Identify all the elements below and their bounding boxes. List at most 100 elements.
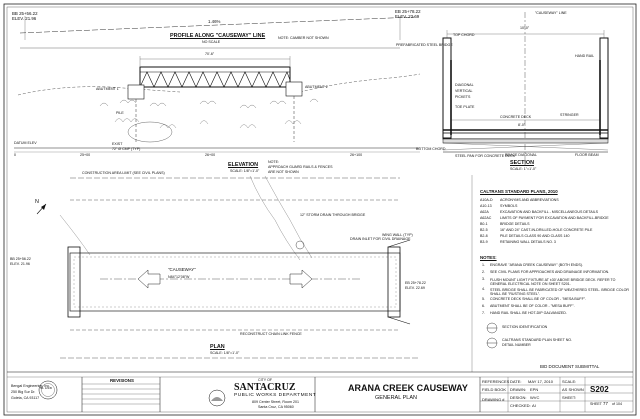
sheet-no-label: SHEET <box>590 402 602 406</box>
profile-note: NOTE: CAMBER NOT SHOWN <box>278 36 329 40</box>
legend-caltrans-sheet: CALTRANS STANDARD PLAN SHEET NO. <box>502 338 573 342</box>
section-toe-plate: TOE PLATE <box>455 105 475 109</box>
section-scale: SCALE: 1"=1'-0" <box>510 167 537 171</box>
profile-exist: EXIST <box>112 142 123 146</box>
section-pickets: PICKETS <box>455 95 471 99</box>
plan-view <box>36 175 420 359</box>
plan-causeway-bearing: N84°12'08"W <box>168 275 190 279</box>
sheet-code: S202 <box>590 385 609 394</box>
section-diagonal: DIAGONAL <box>455 83 474 87</box>
caltrans-title: CALTRANS STANDARD PLANS, 2010 <box>480 189 558 194</box>
plan-bb-station: BB 25+56.22 <box>10 257 31 261</box>
caltrans-text: LIMITS OF PAYMENT FOR EXCAVATION AND BAC… <box>500 216 609 220</box>
plan-bb-elev: ELEV. 21.96 <box>10 262 30 266</box>
plan-storm-drain: 12" STORM DRAIN THROUGH BRIDGE <box>300 213 366 217</box>
city-addr2: Santa Cruz, CA 95060 <box>258 405 294 409</box>
tb-scale-val: AS SHOWN <box>562 387 584 392</box>
caltrans-text: PILE DETAILS CLASS 90 AND CLASS 140 <box>500 234 570 238</box>
section-prefab: PREFABRICATED STEEL BRIDGE <box>396 43 453 47</box>
caltrans-text: SYMBOLS <box>500 204 518 208</box>
title-block-lines <box>7 371 633 412</box>
caltrans-code: A62AC <box>480 216 492 220</box>
section-stringer: STRINGER <box>560 113 579 117</box>
sheet-of: of 104 <box>612 402 622 406</box>
caltrans-code: B3-9 <box>480 240 488 244</box>
profile-grade: 1.46% <box>208 19 221 24</box>
section-bottom-chord: BOTTOM CHORD <box>416 147 446 151</box>
profile-scale: NO SCALE <box>202 40 221 44</box>
bid-label: BID DOCUMENT SUBMITTAL <box>540 364 600 369</box>
profile-view <box>14 16 421 153</box>
caltrans-code: B0-1 <box>480 222 488 226</box>
plan-wing-wall: WING WALL (TYP) <box>382 233 413 237</box>
note-item: HAND RAIL SHALL BE HOT-DIP GALVANIZED. <box>490 311 567 315</box>
section-top-chord: TOP CHORD <box>453 33 475 37</box>
plan-title: PLAN <box>210 344 225 350</box>
engineer-addr1: 250 Big Sur Dr. <box>11 390 36 394</box>
caltrans-text: EXCAVATION AND BACKFILL - MISCELLANEOUS … <box>500 210 599 214</box>
city-dept: PUBLIC WORKS DEPARTMENT <box>234 393 317 398</box>
profile-eb-elev: ELEV. 22.69 <box>395 14 420 19</box>
tb-drawn-val: EPN <box>530 387 539 392</box>
section-width: 10'-0" <box>520 26 530 30</box>
engineer-firm: Bengal Engineering, Inc. <box>11 384 51 388</box>
legend-symbols <box>486 322 498 349</box>
profile-eb-station: EB 25+78.22 <box>395 9 421 14</box>
section-title: SECTION <box>510 160 534 166</box>
plan-drain-inlet: DRAIN INLET FOR CIVIL DRAINAGE <box>350 237 411 241</box>
profile-title: PROFILE ALONG "CAUSEWAY" LINE <box>170 33 266 39</box>
caltrans-code: A62A <box>480 210 489 214</box>
profile-datum-val: 0 <box>14 153 16 157</box>
legend-detail-number: DETAIL NUMBER <box>502 343 531 347</box>
sheet-subtitle: GENERAL PLAN <box>375 395 417 401</box>
elevation-title: ELEVATION <box>228 162 259 168</box>
profile-bb-elev: ELEV. 21.96 <box>12 16 37 21</box>
tb-design-label: DESIGN: <box>510 395 527 400</box>
tb-date-val: MAY 17, 2010 <box>528 379 553 384</box>
section-causeway-line: "CAUSEWAY" LINE <box>535 11 567 15</box>
section-concrete-deck: CONCRETE DECK <box>500 115 532 119</box>
plan-north: N <box>35 199 39 205</box>
city-addr1: 809 Center Street, Room 201 <box>252 400 299 404</box>
note-item: SEE CIVIL PLANS FOR APPROACHES AND DRAIN… <box>490 270 610 274</box>
profile-bb-station: BB 25+56.22 <box>12 11 38 16</box>
tb-drawn-label: DRAWN: <box>510 387 527 392</box>
plan-causeway-label: "CAUSEWAY" <box>168 267 196 272</box>
tb-date-label: DATE: <box>510 379 522 384</box>
sheet-current: 77 <box>603 401 608 406</box>
revisions-header: REVISIONS <box>110 378 134 383</box>
caltrans-code: B2-8 <box>480 234 488 238</box>
city-name: SANTACRUZ <box>234 382 296 393</box>
section-floor-beam: FLOOR BEAM <box>575 153 599 157</box>
project-title: ARANA CREEK CAUSEWAY <box>348 383 468 393</box>
section-steel-pan: STEEL PAN FOR CONCRETE DECK <box>455 154 516 158</box>
plan-eb-elev: ELEV. 22.69 <box>405 286 425 290</box>
note-item: ABUTMENT SHALL BE OF COLOR - "MESA BUFF"… <box>490 304 575 308</box>
caltrans-text: 16" AND 24" CAST-IN-DRILLED-HOLE CONCRET… <box>500 228 593 232</box>
caltrans-text: RETAINING WALL DETAILS NO. 3 <box>500 240 556 244</box>
elevation-scale: SCALE: 1/8"=1'-0" <box>230 169 260 173</box>
profile-datum: DATUM ELEV <box>14 141 37 145</box>
note-item: ENGRAVE "ARANA CREEK CAUSEWAY" (BOTH END… <box>490 263 583 267</box>
section-view <box>442 12 609 165</box>
tb-field-label: FIELD BOOK <box>482 387 507 392</box>
plan-construction-area: CONSTRUCTION AREA LIMIT (SEE CIVIL PLANS… <box>82 171 165 175</box>
elevation-note2: APPROACH GUARD RAILS & FENCES <box>268 165 333 169</box>
profile-span-dim: 70'-6" <box>205 52 215 56</box>
profile-abutment2: ABUTMENT 2 <box>305 85 328 89</box>
profile-station-mid: 26+00 <box>205 153 216 157</box>
profile-exist-cmp: 72" Ø CMP (TYP) <box>112 147 141 151</box>
tb-checked-label: CHECKED: <box>510 403 531 408</box>
legend-section-id: SECTION IDENTIFICATION <box>502 325 548 329</box>
profile-pile: PILE <box>116 111 124 115</box>
plan-eb-station: EB 25+78.22 <box>405 281 426 285</box>
tb-drawing-label: DRAWING # <box>482 397 505 402</box>
profile-station-right: 26+100 <box>350 153 363 157</box>
note-item: STEEL BRIDGE SHALL BE FABRICATED OF WEAT… <box>490 288 629 297</box>
tb-ref-label: REFERENCES <box>482 379 510 384</box>
caltrans-code: B2-5 <box>480 228 488 232</box>
caltrans-code: A10-13 <box>480 204 492 208</box>
tb-scale-label: SCALE: <box>562 379 577 384</box>
